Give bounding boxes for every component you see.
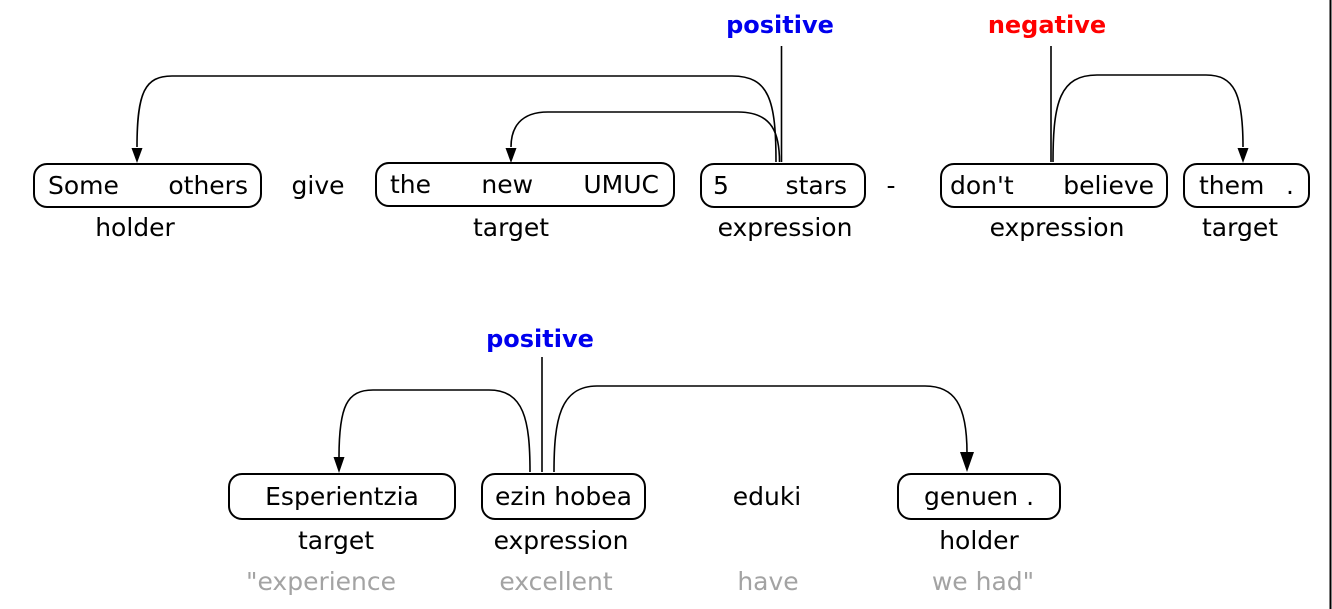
token-ezin-hobea: ezin hobea (495, 482, 632, 511)
token-some: Some (48, 171, 119, 200)
span-box-target-ex2: Esperientzia (228, 473, 456, 520)
role-label-target2-ex1: target (1201, 213, 1279, 242)
token-the: the (390, 170, 432, 199)
arrow-head-target-ex1 (505, 148, 517, 163)
token-stars: stars (785, 171, 847, 200)
span-box-expression-ex2: ezin hobea (481, 473, 646, 520)
token-them: them (1199, 171, 1265, 200)
gloss-experience: "experience (245, 567, 397, 596)
role-label-expression2-ex1: expression (989, 213, 1125, 242)
gloss-excellent: excellent (499, 567, 613, 596)
span-box-target2-ex1: them . (1183, 163, 1310, 208)
role-label-holder-ex1: holder (95, 213, 175, 242)
span-box-holder-ex2: genuen . (897, 473, 1061, 520)
role-label-expression-ex2: expression (493, 526, 629, 555)
role-label-expression1-ex1: expression (717, 213, 853, 242)
token-others: others (168, 171, 248, 200)
arrow-head-holder-ex1 (131, 148, 143, 163)
token-dont: don't (950, 171, 1014, 200)
token-new: new (481, 170, 534, 199)
span-box-holder-ex1: Some others (33, 163, 262, 208)
arrow-head-target2-ex1 (1237, 148, 1249, 163)
arc-expression-to-holder-ex2 (553, 385, 968, 473)
arrow-head-holder-ex2 (960, 452, 974, 472)
span-box-expression1-ex1: 5 stars (700, 163, 866, 208)
role-label-holder-ex2: holder (939, 526, 1019, 555)
token-5: 5 (713, 171, 729, 200)
span-box-expression2-ex1: don't believe (940, 163, 1168, 208)
token-umuc: UMUC (583, 170, 659, 199)
arc-expression1-to-holder (136, 75, 777, 163)
span-box-target-ex1: the new UMUC (375, 162, 675, 207)
sentiment-label-positive-ex2: positive (486, 325, 594, 353)
arc-expression1-to-target (510, 111, 781, 163)
token-dash: - (886, 171, 896, 200)
role-label-target-ex2: target (297, 526, 375, 555)
gloss-have: have (737, 567, 799, 596)
arc-expression2-to-target2 (1052, 74, 1244, 163)
token-eduki: eduki (732, 482, 802, 511)
token-period-ex1: . (1286, 171, 1294, 200)
sentiment-label-positive-ex1: positive (726, 11, 834, 39)
arrow-head-target-ex2 (333, 457, 345, 473)
token-esperientzia: Esperientzia (265, 482, 419, 511)
sentiment-label-negative-ex1: negative (987, 11, 1107, 39)
token-genuen: genuen . (923, 482, 1035, 511)
gloss-we-had: we had" (931, 567, 1035, 596)
token-give: give (291, 171, 345, 200)
token-believe: believe (1063, 171, 1154, 200)
role-label-target-ex1: target (472, 213, 550, 242)
arc-expression-to-target-ex2 (338, 389, 531, 473)
